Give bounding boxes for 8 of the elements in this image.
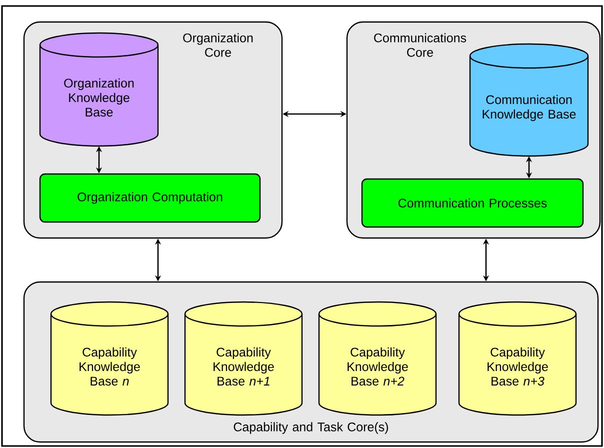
database-cylinder: Capability Knowledge Base n+1 xyxy=(184,301,303,416)
process-box: Organization Computation xyxy=(39,173,261,223)
database-cylinder: Capability Knowledge Base n xyxy=(50,301,169,416)
process-box: Communication Processes xyxy=(361,178,584,228)
database-cylinder: Capability Knowledge Base n+2 xyxy=(318,301,437,416)
database-cylinder: Communication Knowledge Base xyxy=(469,43,589,157)
database-cylinder: Capability Knowledge Base n+3 xyxy=(458,301,577,416)
database-cylinder: Organization Knowledge Base xyxy=(39,32,159,147)
